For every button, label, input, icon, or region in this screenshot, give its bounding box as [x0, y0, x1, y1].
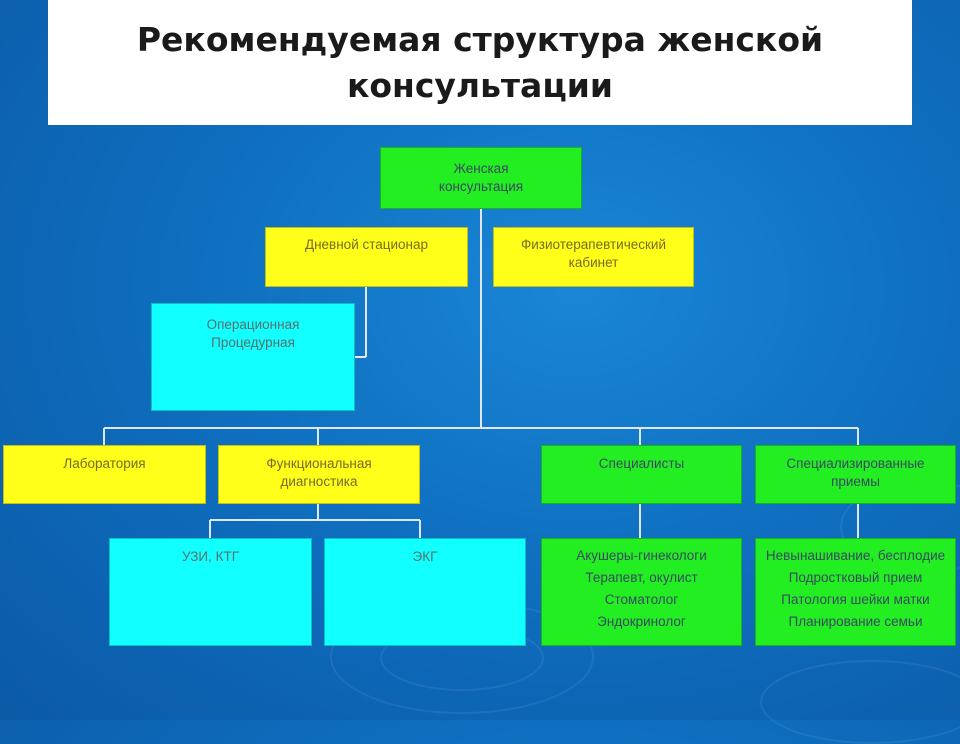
node-label: Лаборатория	[63, 456, 146, 471]
node-label: консультация	[438, 179, 524, 194]
node-label: Специализированные	[786, 456, 925, 471]
node-label: кабинет	[568, 255, 619, 270]
node-functional-diagnostics: Функциональная диагностика	[218, 445, 420, 504]
node-day-hospital: Дневной стационар	[265, 227, 468, 287]
page-title-line-1: Рекомендуемая структура женской	[136, 19, 824, 59]
node-label: Женская	[453, 161, 509, 176]
node-label: Патология шейки матки	[781, 592, 930, 607]
node-physiotherapy: Физиотерапевтический кабинет	[493, 227, 694, 287]
title-banner: Рекомендуемая структура женской консульт…	[48, 0, 912, 125]
node-label: диагностика	[280, 474, 358, 489]
node-label: Планирование семьи	[788, 614, 923, 629]
node-label: Физиотерапевтический	[521, 237, 666, 252]
node-specialist-list: Акушеры-гинекологи Терапевт, окулист Сто…	[541, 538, 742, 646]
node-label: ЭКГ	[412, 549, 438, 564]
node-label: Дневной стационар	[304, 237, 429, 252]
node-ekg: ЭКГ	[324, 538, 526, 646]
node-womens-consultation: Женская консультация	[380, 147, 582, 209]
node-specialized-appointments: Специализированные приемы	[755, 445, 956, 504]
node-specialists: Специалисты	[541, 445, 742, 504]
node-label: Невынашивание, бесплодие	[765, 548, 946, 563]
node-label: Процедурная	[211, 335, 295, 350]
node-uzi-ktg: УЗИ, КТГ	[109, 538, 312, 646]
node-label: Акушеры-гинекологи	[576, 548, 707, 563]
node-label: Терапевт, окулист	[585, 570, 698, 585]
node-label: приемы	[831, 474, 880, 489]
page-title-line-2: консультации	[346, 65, 614, 105]
node-label: УЗИ, КТГ	[181, 549, 240, 564]
node-label: Подростковый прием	[788, 570, 923, 585]
node-label: Функциональная	[266, 456, 372, 471]
node-laboratory: Лаборатория	[3, 445, 206, 504]
node-label: Операционная	[206, 317, 300, 332]
node-specialized-list: Невынашивание, бесплодие Подростковый пр…	[755, 538, 956, 646]
node-label: Эндокринолог	[597, 614, 686, 629]
node-label: Специалисты	[598, 456, 685, 471]
node-operating-procedure: Операционная Процедурная	[151, 303, 355, 411]
connector-lines	[103, 209, 859, 538]
node-label: Стоматолог	[604, 592, 679, 607]
